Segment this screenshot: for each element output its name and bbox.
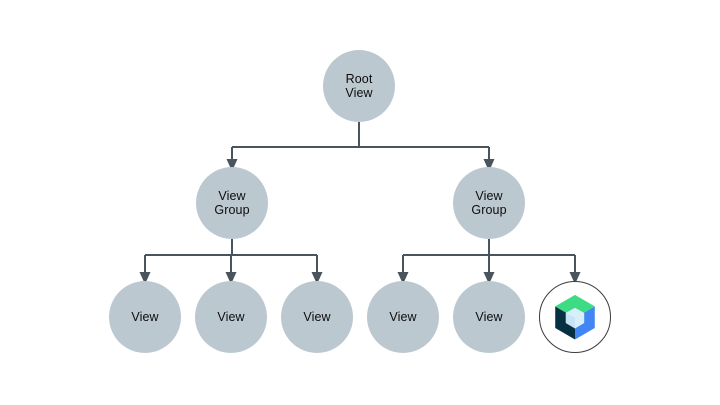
node-view-4[interactable]: View — [367, 281, 439, 353]
node-view-group-right[interactable]: View Group — [453, 167, 525, 239]
node-view-group-right-label: View Group — [471, 188, 507, 218]
node-view-group-left-label: View Group — [214, 188, 250, 218]
node-view-group-left[interactable]: View Group — [196, 167, 268, 239]
node-view-1[interactable]: View — [109, 281, 181, 353]
node-view-5[interactable]: View — [453, 281, 525, 353]
jetpack-compose-logo-icon — [555, 294, 595, 340]
node-view-1-label: View — [131, 309, 159, 324]
node-root-view[interactable]: Root View — [323, 50, 395, 122]
node-view-3-label: View — [303, 309, 331, 324]
node-view-4-label: View — [389, 309, 417, 324]
node-view-5-label: View — [475, 309, 503, 324]
compose-logo-right-face — [575, 306, 595, 340]
node-view-2[interactable]: View — [195, 281, 267, 353]
node-view-2-label: View — [217, 309, 245, 324]
compose-logo-core-shadow — [565, 312, 575, 329]
compose-logo-left-face — [555, 306, 575, 340]
node-view-3[interactable]: View — [281, 281, 353, 353]
node-root-view-label: Root View — [345, 71, 373, 101]
node-compose-logo[interactable] — [539, 281, 611, 353]
compose-logo-top-face — [555, 294, 595, 318]
